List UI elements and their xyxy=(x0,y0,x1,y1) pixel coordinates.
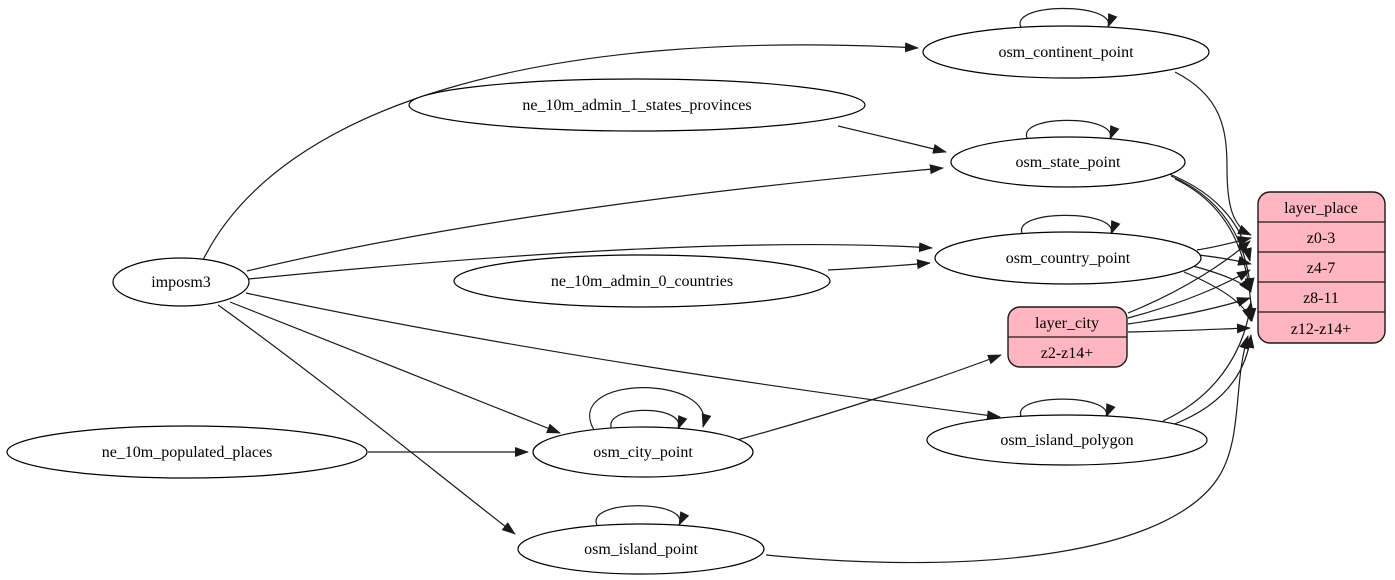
edge-layer_city-layer_place-z4-7 xyxy=(1127,269,1251,319)
edge-imposm3-osm_continent_point xyxy=(202,42,919,261)
record-title-layer_city: layer_city xyxy=(1035,315,1099,332)
node-label-osm_island_polygon: osm_island_polygon xyxy=(1000,432,1133,449)
node-ne_10m_admin_1_states_provinces: ne_10m_admin_1_states_provinces xyxy=(408,78,866,132)
edge-osm_island_point-layer_place-z12-z14 xyxy=(765,335,1249,564)
node-label-ne_10m_admin_1_states_provinces: ne_10m_admin_1_states_provinces xyxy=(522,97,751,114)
selfloop-osm_island_point xyxy=(595,505,690,528)
edge-osm_island_polygon-layer_place-z12-z14 xyxy=(1171,334,1255,426)
record-title-layer_place: layer_place xyxy=(1284,200,1358,217)
record-row-layer_place-z8-11: z8-11 xyxy=(1303,290,1339,307)
selfloop-osm_city_point-outer xyxy=(589,387,712,431)
edge-ne_10m_admin_0_countries-osm_country_point xyxy=(827,259,931,271)
node-osm_island_point: osm_island_point xyxy=(517,523,765,575)
record-row-layer_place-z0-3: z0-3 xyxy=(1307,230,1335,247)
node-osm_island_polygon: osm_island_polygon xyxy=(926,414,1208,466)
node-label-osm_country_point: osm_country_point xyxy=(1006,250,1131,267)
node-label-osm_island_point: osm_island_point xyxy=(584,541,698,558)
edge-osm_country_point-layer_place-z4-7 xyxy=(1198,254,1252,266)
edge-osm_country_point-layer_place-z0-3 xyxy=(1196,236,1252,251)
record-layer_place: layer_place z0-3 z4-7 z8-11 z12-z14+ xyxy=(1257,191,1386,344)
node-osm_country_point: osm_country_point xyxy=(934,231,1202,285)
selfloop-osm_continent_point xyxy=(1019,7,1118,30)
node-label-osm_state_point: osm_state_point xyxy=(1016,154,1121,171)
node-osm_city_point: osm_city_point xyxy=(532,426,754,478)
edge-layer_city-layer_place-z8-11 xyxy=(1127,297,1251,325)
edge-group xyxy=(202,7,1257,564)
node-label-ne_10m_populated_places: ne_10m_populated_places xyxy=(102,444,273,461)
selfloop-osm_state_point xyxy=(1025,119,1120,141)
edge-osm_continent_point-layer_place-z0-3 xyxy=(1174,71,1252,236)
edge-imposm3-osm_country_point xyxy=(248,242,933,280)
selfloop-osm_country_point xyxy=(1020,214,1121,236)
edge-layer_city-layer_place-z0-3 xyxy=(1127,240,1251,314)
node-osm_state_point: osm_state_point xyxy=(950,136,1186,188)
node-label-imposm3: imposm3 xyxy=(151,274,211,291)
node-osm_continent_point: osm_continent_point xyxy=(922,25,1210,79)
edge-osm_country_point-layer_place-z8-11 xyxy=(1192,265,1252,293)
node-imposm3: imposm3 xyxy=(112,257,250,307)
edge-imposm3-osm_city_point xyxy=(229,301,561,434)
edge-osm_state_point-layer_place-z8-11 xyxy=(1170,175,1255,292)
edge-osm_city_point-layer_city xyxy=(736,354,1002,441)
node-label-osm_continent_point: osm_continent_point xyxy=(998,44,1134,61)
edge-imposm3-osm_island_point xyxy=(217,304,516,535)
node-ne_10m_admin_0_countries: ne_10m_admin_0_countries xyxy=(453,254,831,308)
edge-imposm3-osm_state_point xyxy=(246,164,944,272)
record-layer_city: layer_city z2-z14+ xyxy=(1007,306,1128,368)
record-row-layer_place-z4-7: z4-7 xyxy=(1307,260,1335,277)
edge-imposm3-osm_island_polygon xyxy=(245,292,1001,421)
selfloop-osm_city_point-inner xyxy=(610,409,688,431)
record-row-layer_place-z12-z14: z12-z14+ xyxy=(1291,321,1352,338)
record-row-layer_city-z2-z14: z2-z14+ xyxy=(1041,345,1094,362)
edge-layer_city-layer_place-z12-z14 xyxy=(1127,323,1251,334)
node-label-osm_city_point: osm_city_point xyxy=(593,444,693,461)
edge-osm_island_polygon-layer_place-z8-11 xyxy=(1162,301,1255,422)
edge-ne_10m_admin_1_states_provinces-osm_state_point xyxy=(837,125,947,154)
node-ne_10m_populated_places: ne_10m_populated_places xyxy=(6,425,368,479)
node-label-ne_10m_admin_0_countries: ne_10m_admin_0_countries xyxy=(551,273,733,290)
selfloop-osm_island_polygon xyxy=(1019,398,1116,419)
